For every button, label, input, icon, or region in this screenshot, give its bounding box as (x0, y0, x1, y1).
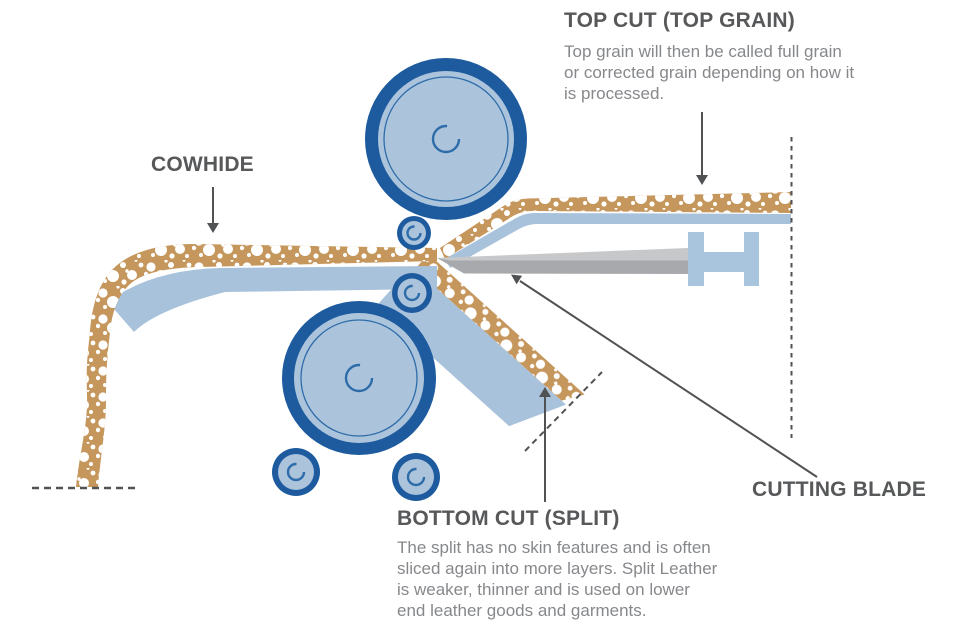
handle-right-bar (744, 232, 759, 286)
handle-left-bar (688, 232, 704, 286)
cutting-blade-title: CUTTING BLADE (752, 478, 927, 501)
cutting-blade-label-block: CUTTING BLADE (752, 478, 926, 510)
top-cut-description-line: or corrected grain depending on how it (564, 63, 855, 82)
support-roller-left (272, 448, 320, 496)
cowhide-title: COWHIDE (151, 153, 254, 176)
top-cut-under-layer (445, 213, 791, 268)
split-end-dashed (524, 371, 603, 452)
cutting-blade-side-facet (437, 258, 700, 274)
top-cut-grain-texture (440, 192, 791, 259)
top-cut-description-line: Top grain will then be called full grain (564, 42, 842, 61)
bottom-cut-description-line: sliced again into more layers. Split Lea… (397, 559, 718, 578)
bottom-cut-arrow (539, 387, 551, 502)
cowhide-arrow (207, 187, 219, 233)
pinch-roller-upper (397, 216, 431, 250)
top-roller (365, 58, 527, 220)
bottom-cut-description-line: The split has no skin features and is of… (397, 538, 711, 557)
pinch-roller-lower (392, 273, 432, 313)
support-roller-right (392, 453, 440, 501)
cowhide-under-layer (108, 266, 437, 332)
bottom-cut-label-block: BOTTOM CUT (SPLIT) The split has no skin… (397, 507, 717, 621)
cutting-blade-top-facet (437, 247, 700, 261)
cutting-blade-pointer (511, 274, 818, 478)
cowhide-label-block: COWHIDE (151, 153, 254, 185)
top-cut-description-line: is processed. (564, 84, 665, 103)
bottom-roller (282, 301, 436, 455)
top-cut-arrow (696, 112, 708, 185)
top-cut-title: TOP CUT (TOP GRAIN) (564, 9, 795, 32)
split-grain-texture (415, 253, 585, 401)
blade-handle (688, 232, 759, 286)
bottom-cut-description-line: end leather goods and garments. (397, 601, 647, 620)
bottom-cut-description-line: is weaker, thinner and is used on lower (397, 580, 690, 599)
handle-cross-bar (704, 252, 744, 272)
bottom-cut-title: BOTTOM CUT (SPLIT) (397, 507, 620, 530)
top-cut-label-block: TOP CUT (TOP GRAIN) Top grain will then … (564, 9, 854, 104)
